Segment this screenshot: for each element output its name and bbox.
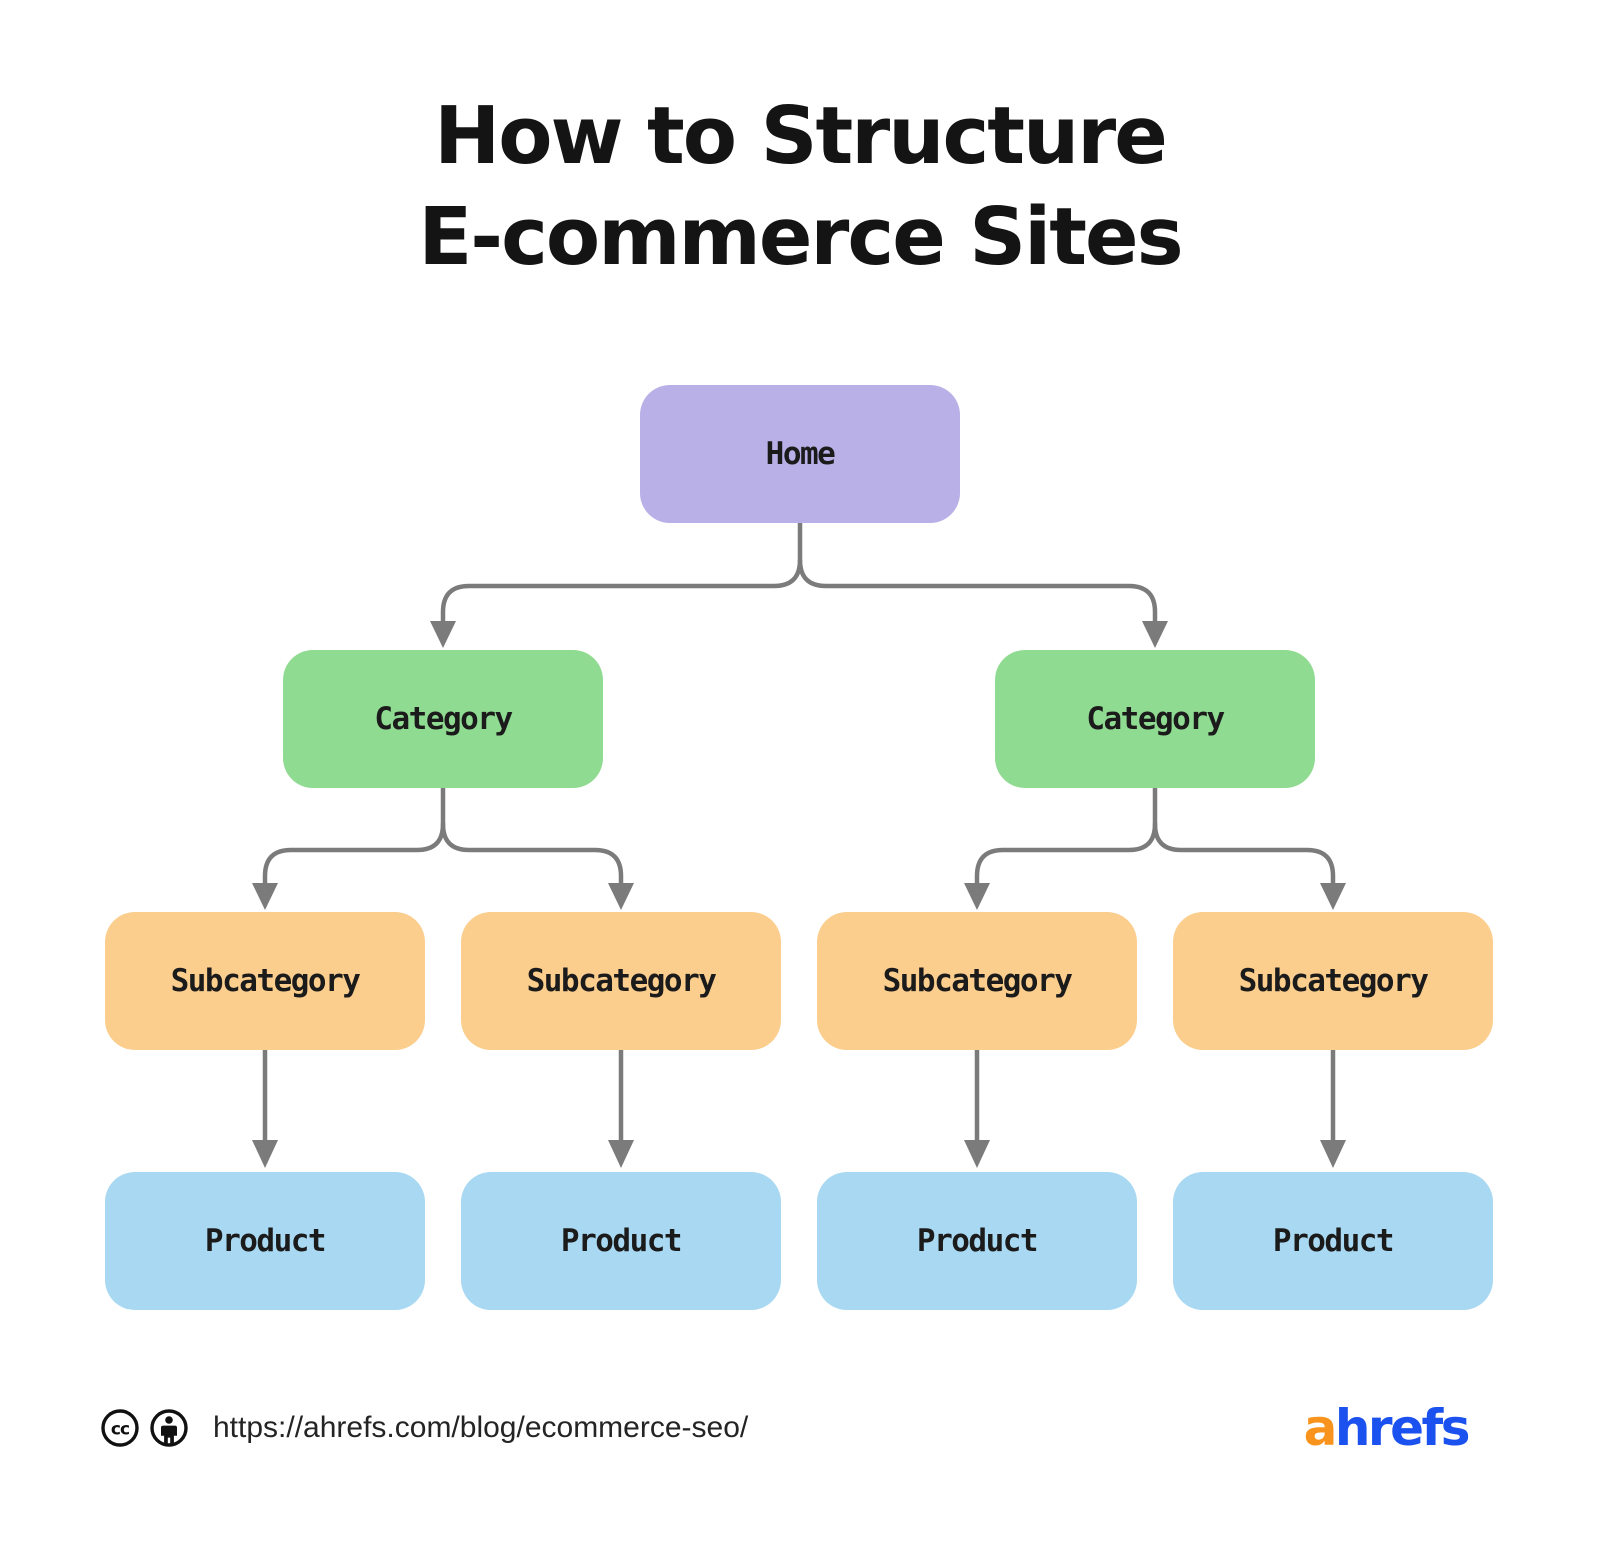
node-category-1-label: Category xyxy=(374,701,513,737)
connector-category-1-to-subcategory-1 xyxy=(262,785,446,886)
node-subcategory-1-label: Subcategory xyxy=(170,963,361,999)
node-product-2-label: Product xyxy=(560,1223,683,1259)
cc-license-badge: cc xyxy=(100,1408,189,1448)
arrow-down-icon xyxy=(964,883,990,910)
arrow-down-icon xyxy=(252,1140,278,1168)
source-url-text: https://ahrefs.com/blog/ecommerce-seo/ xyxy=(213,1411,749,1444)
connector-category-1-to-subcategory-2 xyxy=(440,821,624,886)
title-line-1: How to Structure xyxy=(434,90,1168,182)
node-category-2-label: Category xyxy=(1086,701,1225,737)
page-title: How to Structure E-commerce Sites xyxy=(0,86,1600,288)
connector-home-to-category-1 xyxy=(440,520,803,625)
node-category-2: Category xyxy=(995,650,1315,788)
node-subcategory-4: Subcategory xyxy=(1173,912,1493,1050)
attribution-icon xyxy=(150,1409,188,1447)
svg-text:cc: cc xyxy=(111,1420,129,1440)
node-product-3-label: Product xyxy=(916,1223,1039,1259)
node-product-1: Product xyxy=(105,1172,425,1310)
node-product-4-label: Product xyxy=(1272,1223,1395,1259)
node-home-label: Home xyxy=(765,436,836,472)
title-line-2: E-commerce Sites xyxy=(418,191,1183,283)
arrow-down-icon xyxy=(964,1140,990,1168)
ahrefs-logo-a: a xyxy=(1303,1399,1338,1457)
node-subcategory-4-label: Subcategory xyxy=(1238,963,1429,999)
node-home: Home xyxy=(640,385,960,523)
node-product-3: Product xyxy=(817,1172,1137,1310)
node-product-2: Product xyxy=(461,1172,781,1310)
node-product-4: Product xyxy=(1173,1172,1493,1310)
arrow-down-icon xyxy=(1320,883,1346,910)
node-subcategory-1: Subcategory xyxy=(105,912,425,1050)
ahrefs-logo: a hrefs xyxy=(1303,1399,1471,1457)
node-subcategory-3: Subcategory xyxy=(817,912,1137,1050)
node-subcategory-2-label: Subcategory xyxy=(526,963,717,999)
footer: cc https://ahrefs.com/blog/ecommerce-seo… xyxy=(100,1399,1471,1457)
arrow-down-icon xyxy=(430,621,456,648)
arrow-down-icon xyxy=(1142,621,1168,648)
connector-category-2-to-subcategory-4 xyxy=(1152,821,1336,886)
node-subcategory-2: Subcategory xyxy=(461,912,781,1050)
connector-home-to-category-2 xyxy=(797,557,1158,625)
connector-category-2-to-subcategory-3 xyxy=(974,785,1158,886)
arrow-down-icon xyxy=(252,883,278,910)
node-subcategory-3-label: Subcategory xyxy=(882,963,1073,999)
arrow-down-icon xyxy=(608,1140,634,1168)
arrow-down-icon xyxy=(1320,1140,1346,1168)
ahrefs-logo-hrefs: hrefs xyxy=(1334,1399,1471,1457)
node-category-1: Category xyxy=(283,650,603,788)
node-product-1-label: Product xyxy=(204,1223,327,1259)
cc-icon: cc xyxy=(101,1409,139,1447)
arrow-down-icon xyxy=(608,883,634,910)
